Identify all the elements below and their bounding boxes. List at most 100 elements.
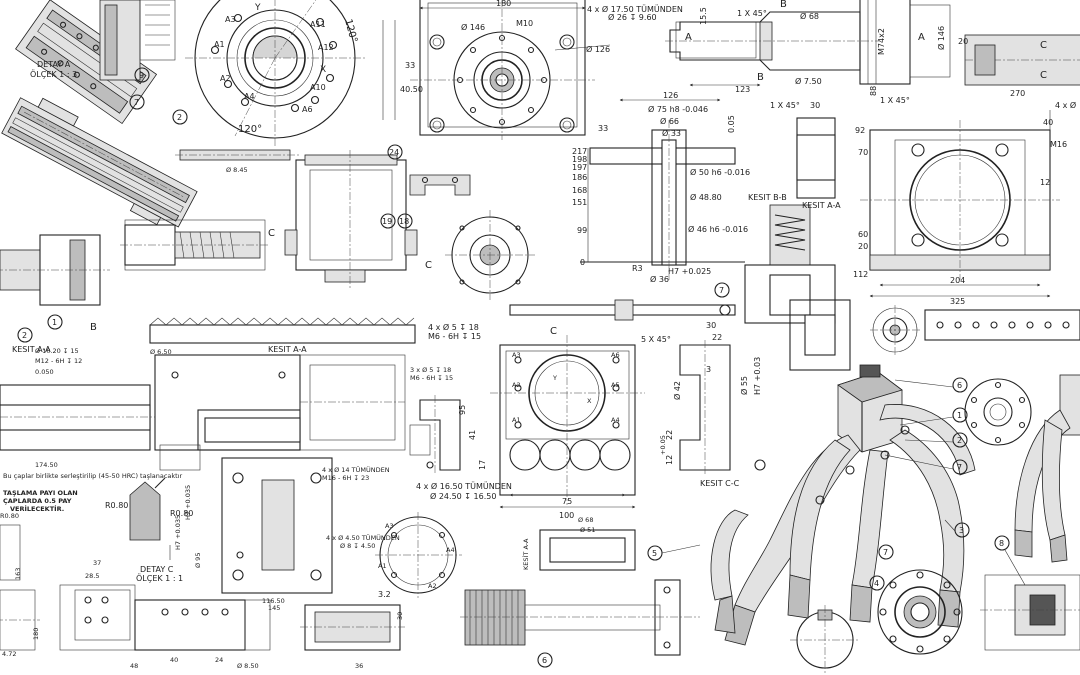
small-bracket: 2 xyxy=(172,109,471,196)
tasiama-line1: TAŞLAMA PAYI OLAN xyxy=(3,489,78,497)
shaft-dim-146: Ø 146 xyxy=(936,26,946,50)
plate-h7: H7 +0.035 xyxy=(184,485,192,520)
center-block-hole-a: 4 x Ø 5 ↧ 18 xyxy=(428,322,479,332)
gripper-callout-1: 1 xyxy=(957,411,962,420)
callout-18: 18 xyxy=(399,217,409,226)
flange-axis-x: X xyxy=(320,65,326,75)
shaft-dim-270: 270 xyxy=(1010,89,1025,98)
center-block-a2: A2 xyxy=(512,381,521,389)
flange-hole-a10: A10 xyxy=(310,83,326,92)
long-shaft-section: Ø 10.20 ↧ 15 M12 - 6H ↧ 12 0.050 174.50 … xyxy=(0,347,183,520)
center-block-x: X xyxy=(587,397,592,405)
center-block-hole-c: 3 x Ø 5 ↧ 18 xyxy=(410,366,451,374)
callout-19: 19 xyxy=(382,217,392,226)
linear-rail xyxy=(1,97,198,228)
left-shaft-section: 2 1 KESIT A-A B xyxy=(0,234,110,354)
block-dim-126: Ø 126 xyxy=(586,44,610,54)
left-note: Bu çaplar birlikte serleştirilip (45-50 … xyxy=(3,472,183,480)
ring-disc-right xyxy=(964,378,1032,446)
dovetail-r080-b: R0.80 xyxy=(170,509,193,518)
block-front-view: 180 Ø 146 M10 Ø 126 4 x Ø 17.50 TÜMÜNDEN… xyxy=(382,0,683,140)
right-block-m16: M16 xyxy=(1050,140,1067,149)
section-cc: 30 22 3 Ø 42 Ø 55 H7 +0.03 12 22 +0.05 K… xyxy=(659,321,762,488)
callout-7-a: 7 xyxy=(134,98,139,107)
left-thread: M12 - 6H ↧ 12 xyxy=(35,357,82,365)
housing-dim-650: Ø 6.50 xyxy=(150,348,172,356)
profile-dim-32: 3.2 xyxy=(378,590,391,599)
shaft-thread: M74x2 xyxy=(877,28,886,55)
shaft-dim-88: 88 xyxy=(869,86,878,96)
rod-dim-845: Ø 8.45 xyxy=(226,166,248,174)
flange-hole-a11: A11 xyxy=(310,20,326,29)
svg-text:C: C xyxy=(550,326,557,337)
plate-dim-95: Ø 95 xyxy=(194,553,202,568)
callout-2-top: 2 xyxy=(177,113,182,122)
svg-text:C: C xyxy=(1040,70,1047,81)
sleeve-y0: 0 xyxy=(580,258,585,267)
shaft-chamfer: 1 X 45° xyxy=(737,9,767,18)
center-block-dim-41: 41 xyxy=(468,430,477,440)
section-bb-title: KESIT B-B xyxy=(748,193,787,202)
section-cc-tol: +0.05 xyxy=(659,435,667,455)
shaft-side-view: 1 X 45° Ø 68 123 15.5 Ø 7.50 M74x2 Ø 146… xyxy=(665,0,951,105)
bl-dim-472: 4.72 xyxy=(2,650,16,658)
shaft-dim-123: 123 xyxy=(735,85,750,94)
bl-dim-163: 163 xyxy=(14,568,22,580)
gripper-callout-5: 5 xyxy=(652,549,657,558)
section-aa-right: KESIT A-A xyxy=(802,201,841,210)
t-bracket-view xyxy=(409,395,461,475)
svg-text:B: B xyxy=(780,0,787,10)
right-block-dim-325: 325 xyxy=(950,297,965,306)
svg-text:C: C xyxy=(425,260,432,271)
plate-hole: 4 x Ø 14 TÜMÜNDEN xyxy=(322,465,390,474)
right-block-dim-12: 12 xyxy=(1040,178,1050,187)
block-dim-dia: Ø 146 xyxy=(461,22,485,32)
gripper-callout-4: 4 xyxy=(874,579,879,588)
svg-text:A: A xyxy=(918,32,925,43)
detail-a-assembly: DETAY A ÖLÇEK 1 : 3 9 7 xyxy=(15,0,176,125)
block-dim-40: 40.50 xyxy=(400,85,423,94)
gripper-assembly: 6 1 2 7 3 5 4 xyxy=(647,364,976,646)
profile-dim-30: 30 xyxy=(396,612,404,620)
sleeve-y217: 217 xyxy=(572,147,587,156)
left-dim-1020: Ø 10.20 ↧ 15 xyxy=(35,347,79,355)
bottom-right-assembly: 8 xyxy=(980,535,1080,651)
callout-9: 9 xyxy=(139,71,144,80)
shaft-right-detail: 20 270 C C xyxy=(958,34,1080,98)
sleeve-dim-h7: H7 +0.025 xyxy=(668,267,711,276)
bottom-profile: 3.2 30 36 xyxy=(300,590,405,670)
block-cbore-note: Ø 26 ↧ 9.60 xyxy=(608,12,657,22)
rod-part: Ø 8.45 xyxy=(175,149,300,174)
detail-c-title: DETAY C xyxy=(140,565,174,574)
svg-text:A: A xyxy=(685,32,692,43)
detail-a-scale: ÖLÇEK 1 : 3 xyxy=(30,69,77,79)
disc-a1: A1 xyxy=(378,562,387,570)
section-cc-dim-22b: 22 xyxy=(665,430,674,440)
bl-dim-37: 37 xyxy=(93,559,101,567)
sleeve-dim-46: Ø 46 h6 -0.016 xyxy=(688,224,748,234)
shaft-dim-750: Ø 7.50 xyxy=(795,76,822,86)
sleeve-dim-50: Ø 50 h6 -0.016 xyxy=(690,167,750,177)
spring-assembly: KESIT A-A xyxy=(744,201,851,371)
bottom-left-assembly: DETAY C ÖLÇEK 1 : 1 37 28.5 163 180 4.72… xyxy=(2,559,271,670)
center-block-dim-75: 75 xyxy=(562,497,572,506)
sleeve-d33: 33 xyxy=(598,124,608,133)
shaft-dim-156: 15.5 xyxy=(699,7,708,25)
svg-text:C: C xyxy=(1040,40,1047,51)
svg-text:B: B xyxy=(90,322,97,333)
shaft-chamfer2: 1 X 45° xyxy=(880,96,910,105)
center-block-a3: A3 xyxy=(512,351,521,359)
right-block-dim-112: 112 xyxy=(853,270,868,279)
callout-24: 24 xyxy=(389,148,399,157)
section-cc-dim-30: 30 xyxy=(706,321,716,330)
center-block-cbore-b: Ø 24.50 ↧ 16.50 xyxy=(430,491,496,501)
flange-hole-a2: A2 xyxy=(220,74,231,83)
bolt-flange-bottom: 7 xyxy=(877,544,963,655)
sleeve-dim-48: Ø 48.80 xyxy=(690,192,722,202)
sleeve-y198: 198 xyxy=(572,155,587,164)
sleeve-section: 126 Ø 75 h8 -0.046 Ø 66 Ø 33 Ø 50 h6 -0.… xyxy=(572,91,750,284)
flange-angle-bottom: 120° xyxy=(238,124,262,135)
flange-hole-a4: A4 xyxy=(244,92,255,101)
hole-strip xyxy=(924,309,1080,341)
shaft-dim-20: 20 xyxy=(958,37,968,46)
